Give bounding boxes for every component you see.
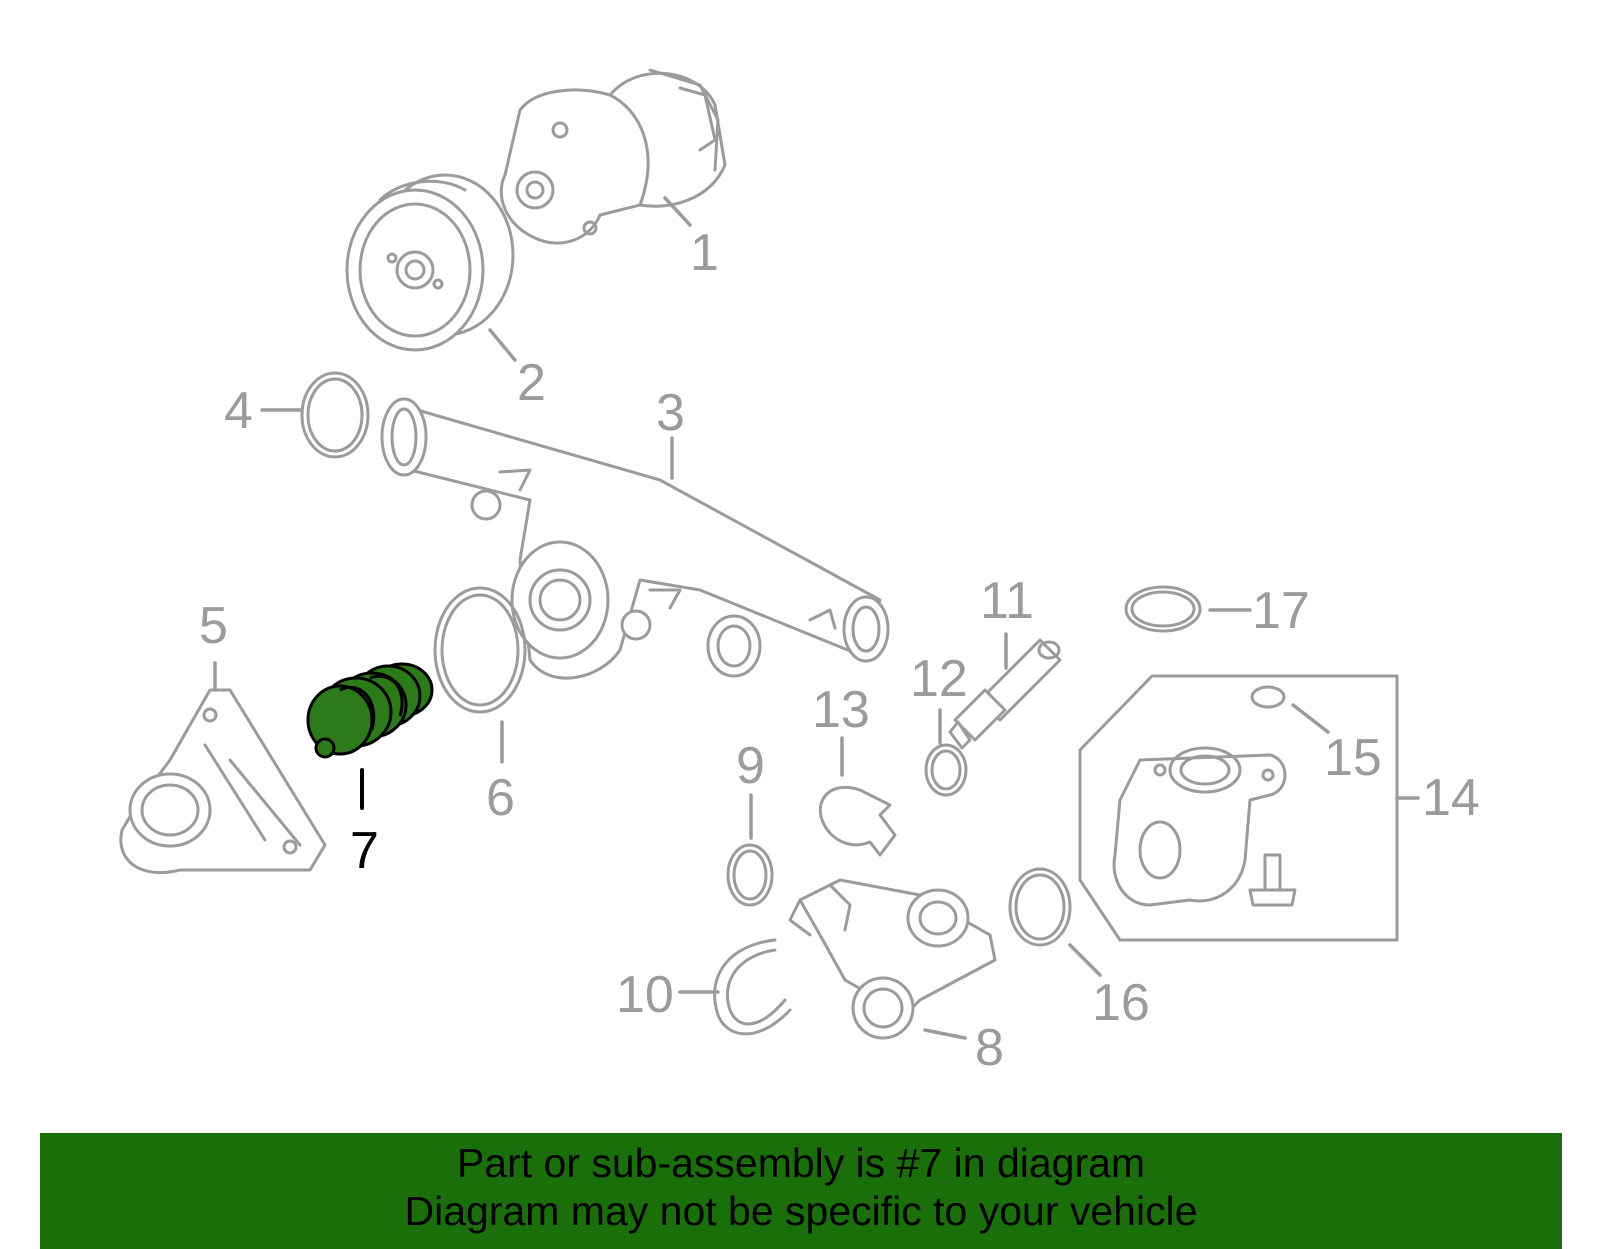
callout-8: 8 (975, 1019, 1004, 1077)
part-3-housing[interactable] (380, 397, 890, 680)
part-10-clip[interactable] (713, 938, 792, 1036)
callout-15: 15 (1324, 729, 1382, 787)
callout-11: 11 (980, 572, 1034, 630)
callout-10: 10 (616, 966, 674, 1024)
callout-9: 9 (736, 737, 765, 795)
part-16-o-ring-inner (1014, 873, 1066, 941)
part-17-o-ring-inner (1130, 590, 1196, 628)
part-14-assembly[interactable] (1078, 674, 1399, 942)
callout-12: 12 (910, 650, 968, 708)
callout-6: 6 (486, 769, 515, 827)
callout-4: 4 (224, 382, 253, 440)
callout-2: 2 (517, 354, 546, 412)
callout-7: 7 (350, 822, 379, 880)
callout-14: 14 (1422, 769, 1480, 827)
part-9-o-ring-inner (732, 849, 768, 901)
callout-5: 5 (199, 597, 228, 655)
leader-16 (1068, 943, 1102, 977)
banner-line-2: Diagram may not be specific to your vehi… (404, 1188, 1198, 1234)
callout-1: 1 (690, 224, 719, 282)
part-17-o-ring[interactable] (1124, 585, 1202, 633)
part-15-seal[interactable] (1250, 685, 1286, 709)
part-12-seal[interactable] (924, 743, 968, 797)
leader-15 (1291, 703, 1330, 734)
part-4-o-ring-inner (306, 377, 364, 453)
part-6-gasket-inner (440, 593, 520, 707)
part-9-o-ring[interactable] (726, 843, 774, 907)
part-1-water-pump[interactable] (499, 68, 727, 245)
callout-17: 17 (1252, 582, 1310, 640)
banner-line-1: Part or sub-assembly is #7 in diagram (456, 1140, 1146, 1186)
part-5-cover[interactable] (119, 688, 327, 875)
info-banner: Part or sub-assembly is #7 in diagram Di… (40, 1133, 1562, 1249)
part-16-o-ring[interactable] (1008, 867, 1072, 947)
part-7-thermostat[interactable] (306, 662, 434, 759)
callout-16: 16 (1092, 974, 1150, 1032)
part-12-seal-inner (930, 749, 962, 791)
part-13-clip[interactable] (818, 785, 897, 857)
callout-3: 3 (656, 384, 685, 442)
part-4-o-ring[interactable] (300, 371, 370, 459)
leader-2 (488, 328, 517, 362)
part-2-pulley[interactable] (345, 173, 515, 352)
part-8-outlet[interactable] (788, 878, 997, 1040)
part-6-gasket[interactable] (433, 586, 527, 714)
part-11-sensor[interactable] (948, 638, 1062, 750)
leader-1 (663, 196, 692, 227)
callout-13: 13 (812, 681, 870, 739)
leader-8 (923, 1028, 967, 1040)
